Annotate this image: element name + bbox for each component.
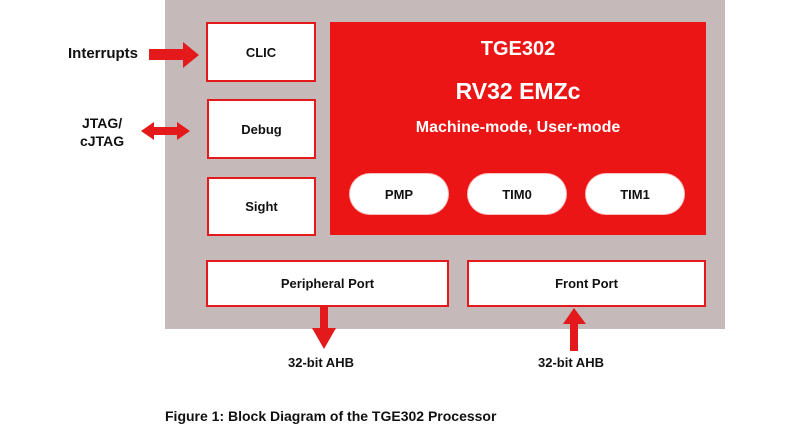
pmp-unit: PMP xyxy=(350,174,448,214)
core-block: TGE302 RV32 EMZc Machine-mode, User-mode… xyxy=(330,22,706,235)
front-up-arrow-icon xyxy=(563,308,586,351)
peripheral-bus-label: 32-bit AHB xyxy=(288,355,354,370)
tim0-label: TIM0 xyxy=(502,186,532,202)
debug-label: Debug xyxy=(241,121,282,137)
interrupts-label: Interrupts xyxy=(68,45,139,62)
jtag-double-arrow-icon xyxy=(141,122,190,140)
core-isa: RV32 EMZc xyxy=(455,78,581,104)
core-modes: Machine-mode, User-mode xyxy=(415,119,621,136)
jtag-label: JTAG/ cJTAG xyxy=(80,114,124,150)
figure-caption: Figure 1: Block Diagram of the TGE302 Pr… xyxy=(165,408,497,424)
peripheral-port-label: Peripheral Port xyxy=(280,276,375,291)
clic-label: CLIC xyxy=(245,44,277,60)
tim1-unit: TIM1 xyxy=(586,174,684,214)
clic-block: CLIC xyxy=(206,22,316,82)
tim0-unit: TIM0 xyxy=(468,174,566,214)
sight-label: Sight xyxy=(245,199,278,214)
jtag-label-line1: JTAG/ xyxy=(81,115,123,131)
front-bus-label: 32-bit AHB xyxy=(538,355,604,370)
sight-block: Sight xyxy=(207,177,316,236)
debug-block: Debug xyxy=(207,99,316,159)
peripheral-down-arrow-icon xyxy=(312,307,336,349)
pmp-label: PMP xyxy=(384,186,414,202)
peripheral-port-block: Peripheral Port xyxy=(206,260,449,307)
core-name: TGE302 xyxy=(480,38,556,60)
jtag-label-line2: cJTAG xyxy=(80,133,125,149)
interrupts-arrow-icon xyxy=(149,42,199,68)
tim1-label: TIM1 xyxy=(620,186,650,202)
front-port-label: Front Port xyxy=(555,276,618,291)
front-port-block: Front Port xyxy=(467,260,706,307)
